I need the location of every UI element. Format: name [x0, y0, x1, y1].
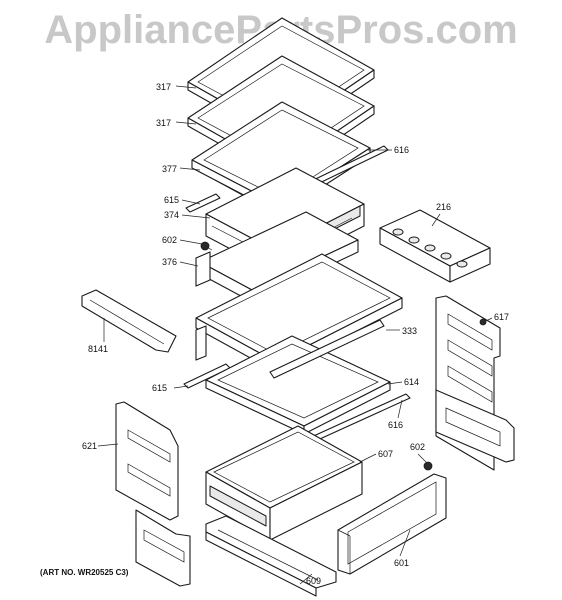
callout-8141: 8141: [88, 344, 108, 354]
part-screw-602-top[interactable]: [200, 241, 213, 251]
callout-602-top: 602: [162, 235, 177, 245]
callout-616-top: 616: [394, 145, 409, 155]
callout-317-top: 317: [156, 82, 171, 92]
part-bin-216[interactable]: [379, 209, 491, 283]
callout-377: 377: [162, 164, 177, 174]
part-cover-609[interactable]: [205, 515, 337, 597]
part-rail-615-top[interactable]: [185, 193, 221, 213]
callout-609: 609: [306, 576, 321, 586]
callout-615-lower: 615: [152, 383, 167, 393]
callout-216: 216: [436, 202, 451, 212]
art-number: (ART NO. WR20525 C3): [40, 568, 129, 577]
callout-333: 333: [402, 326, 417, 336]
callout-614: 614: [404, 377, 419, 387]
callout-616-lower: 616: [388, 420, 403, 430]
callout-615-top: 615: [164, 195, 179, 205]
part-screw-602-lower[interactable]: [423, 461, 433, 471]
callout-617: 617: [494, 312, 509, 322]
part-pan-607[interactable]: [205, 425, 363, 541]
callout-602-lower: 602: [410, 442, 425, 452]
callout-621: 621: [82, 441, 97, 451]
callout-317-second: 317: [156, 118, 171, 128]
callout-376: 376: [162, 257, 177, 267]
part-trim-8141[interactable]: [81, 289, 177, 353]
callout-601: 601: [394, 558, 409, 568]
callout-374: 374: [164, 210, 179, 220]
leader-lines: [97, 85, 493, 585]
part-cover-614[interactable]: [205, 319, 391, 435]
callout-607: 607: [378, 449, 393, 459]
part-drawer-front-601[interactable]: [337, 473, 447, 575]
part-bracket-617[interactable]: [435, 295, 515, 471]
callout-labels: 317 317 377 616 615 374 602 376 216 8141…: [82, 82, 509, 586]
part-bracket-621[interactable]: [115, 401, 191, 587]
